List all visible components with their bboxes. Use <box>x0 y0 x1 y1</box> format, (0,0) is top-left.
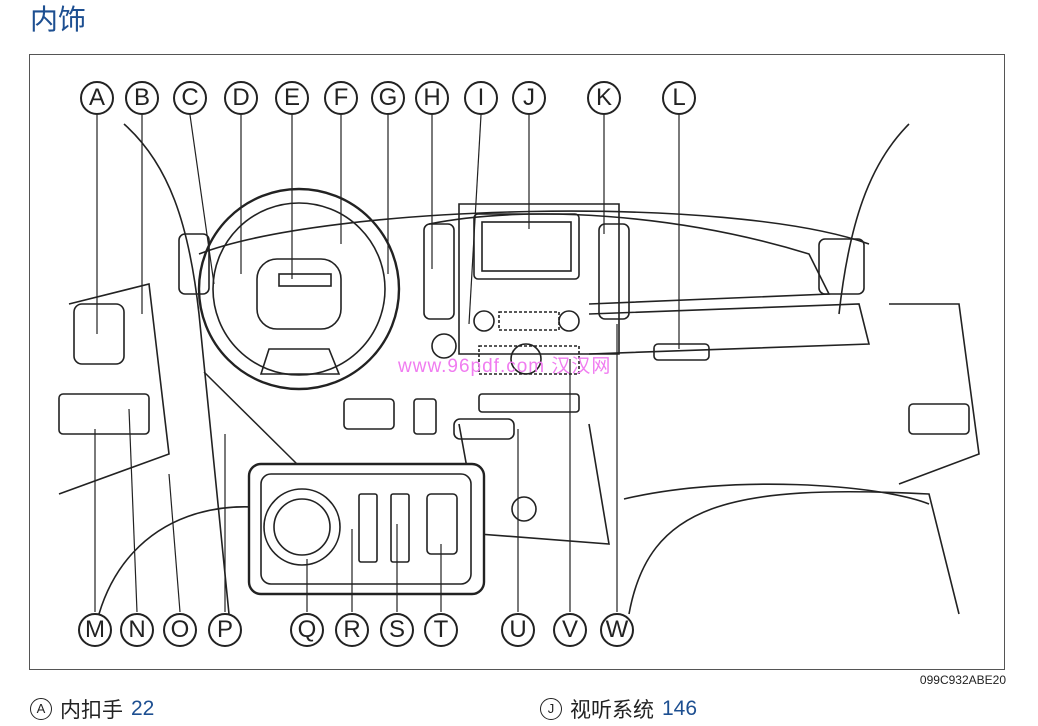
callout-e: E <box>275 81 309 115</box>
page-title: 内饰 <box>30 3 87 36</box>
glovebox-handle <box>653 343 710 361</box>
legend-label: 内扣手 <box>60 698 123 722</box>
figure-frame <box>29 54 1005 670</box>
legend-item-a: A 内扣手 22 <box>30 694 154 724</box>
callout-m: M <box>78 613 112 647</box>
callout-i: I <box>464 81 498 115</box>
passenger-seat <box>628 490 960 615</box>
left-door <box>58 283 170 495</box>
callout-j: J <box>512 81 546 115</box>
callout-b: B <box>125 81 159 115</box>
callout-l: L <box>662 81 696 115</box>
callout-r: R <box>335 613 369 647</box>
display-screen <box>473 213 580 280</box>
callout-leaders <box>94 114 680 613</box>
right-door <box>889 303 980 485</box>
left-vent <box>423 223 455 320</box>
callout-n: N <box>120 613 154 647</box>
callout-v: V <box>553 613 587 647</box>
callout-k: K <box>587 81 621 115</box>
steering-wheel <box>197 187 401 391</box>
legend-page-link[interactable]: 146 <box>662 697 698 720</box>
legend-label: 视听系统 <box>570 698 654 722</box>
right-vent <box>598 223 630 320</box>
callout-q: Q <box>290 613 324 647</box>
left-a-pillar <box>123 123 230 615</box>
callout-w: W <box>600 613 634 647</box>
dashboard-top <box>198 210 870 255</box>
callout-t: T <box>424 613 458 647</box>
right-a-pillar <box>838 123 910 315</box>
legend-letter: J <box>540 698 562 720</box>
callout-a: A <box>80 81 114 115</box>
callout-u: U <box>501 613 535 647</box>
light-switch-inset <box>247 462 486 596</box>
watermark: www.96pdf.com 汉汉网 <box>398 356 612 377</box>
interior-illustration <box>58 114 980 615</box>
callout-d: D <box>224 81 258 115</box>
callout-h: H <box>415 81 449 115</box>
legend-item-j: J 视听系统 146 <box>540 694 697 724</box>
legend-letter: A <box>30 698 52 720</box>
figure-code: 099C932ABE20 <box>919 673 1006 687</box>
callout-c: C <box>173 81 207 115</box>
callout-p: P <box>208 613 242 647</box>
callout-o: O <box>163 613 197 647</box>
callout-s: S <box>380 613 414 647</box>
callout-f: F <box>324 81 358 115</box>
legend-page-link[interactable]: 22 <box>131 697 155 720</box>
callout-g: G <box>371 81 405 115</box>
